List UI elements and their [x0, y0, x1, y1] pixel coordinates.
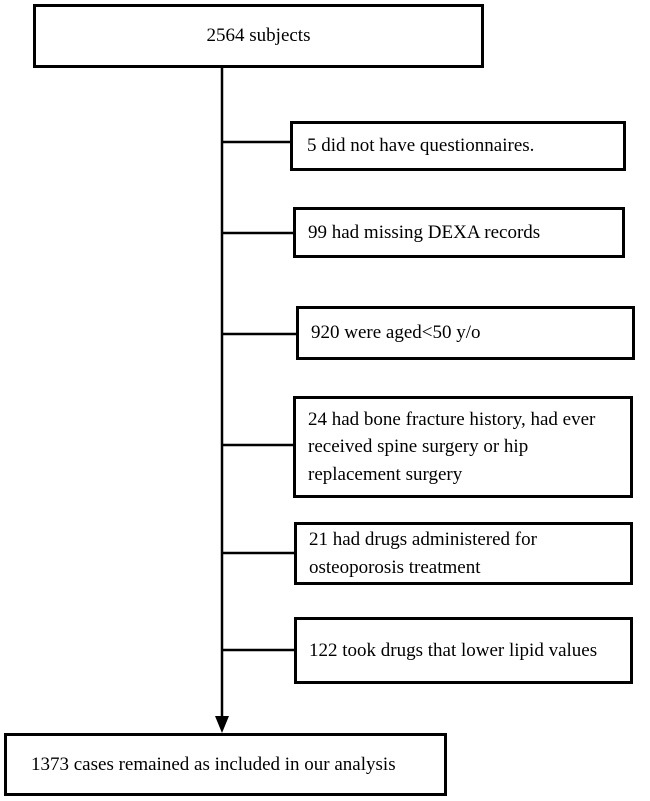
- exclusion-box-age: 920 were aged<50 y/o: [296, 306, 635, 360]
- exclusion-box-lipid-drugs: 122 took drugs that lower lipid values: [294, 617, 633, 684]
- exclusion-label-2: 99 had missing DEXA records: [308, 221, 541, 243]
- exclusion-label-6: 122 took drugs that lower lipid values: [309, 639, 598, 661]
- exclusion-label-5: 21 had drugs administered for osteoporos…: [309, 528, 537, 578]
- exclusion-box-osteoporosis-drugs: 21 had drugs administered for osteoporos…: [294, 522, 633, 585]
- exclusion-label-3: 920 were aged<50 y/o: [311, 322, 481, 344]
- start-box-label: 2564 subjects: [206, 25, 311, 47]
- exclusion-label-4: 24 had bone fracture history, had ever r…: [308, 408, 596, 485]
- exclusion-box-questionnaires: 5 did not have questionnaires.: [290, 121, 626, 171]
- exclusion-box-fracture-surgery: 24 had bone fracture history, had ever r…: [293, 396, 633, 498]
- start-box: 2564 subjects: [33, 4, 484, 68]
- final-box: 1373 cases remained as included in our a…: [4, 733, 447, 796]
- exclusion-label-1: 5 did not have questionnaires.: [307, 135, 535, 157]
- arrow-head-down: [215, 716, 229, 733]
- exclusion-box-dexa: 99 had missing DEXA records: [293, 207, 625, 258]
- final-box-label: 1373 cases remained as included in our a…: [31, 753, 396, 775]
